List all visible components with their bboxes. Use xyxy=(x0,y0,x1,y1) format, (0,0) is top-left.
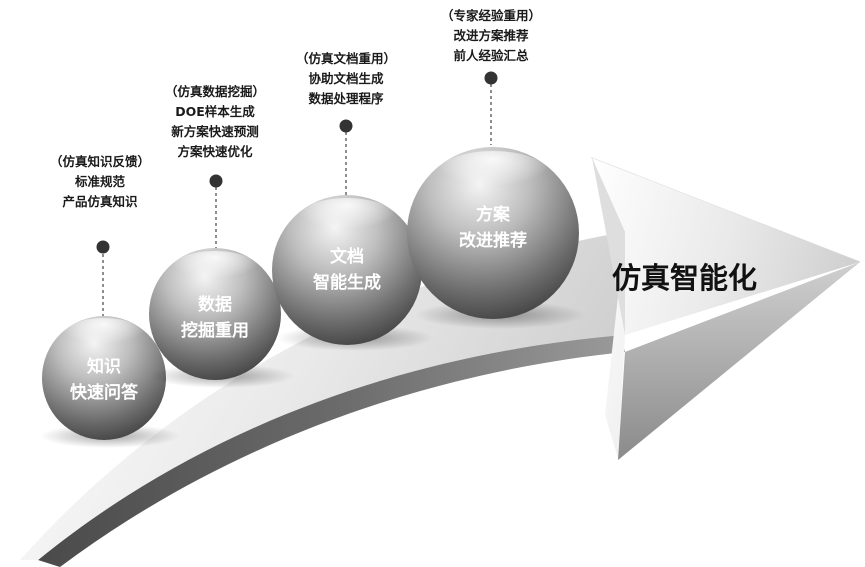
sphere-label-line-1: 数据 xyxy=(198,294,232,315)
sphere-highlight xyxy=(60,318,148,358)
sphere-label-line-2: 快速问答 xyxy=(70,382,139,403)
sphere-highlight xyxy=(433,151,553,205)
arrow-head-shade xyxy=(618,262,860,460)
annotation-line: 新方案快速预测 xyxy=(171,124,259,139)
sphere-highlight xyxy=(294,198,400,246)
sphere-stage-1: 知识 快速问答 xyxy=(40,316,180,448)
sphere-stage-2: 数据 挖掘重用 xyxy=(149,248,294,388)
sphere-label-line-2: 改进推荐 xyxy=(459,230,527,251)
sphere-label-line-1: 知识 xyxy=(86,356,121,377)
annotation-stage-1: （仿真知识反馈） 标准规范 产品仿真知识 xyxy=(50,154,150,209)
annotation-stage-2: （仿真数据挖掘） DOE样本生成 新方案快速预测 方案快速优化 xyxy=(165,84,265,159)
connector-dot-3 xyxy=(339,119,353,133)
sphere-label-line-1: 方案 xyxy=(476,204,511,225)
connector-dot-2 xyxy=(209,174,223,188)
annotation-line: 前人经验汇总 xyxy=(453,48,529,63)
annotation-line: （仿真数据挖掘） xyxy=(165,84,265,99)
connector-dot-4 xyxy=(484,71,498,85)
connector-dot-1 xyxy=(96,240,110,254)
arrow-edge xyxy=(38,335,625,567)
annotation-stage-4: （专家经验重用） 改进方案推荐 前人经验汇总 xyxy=(441,8,541,63)
arrow-head xyxy=(592,158,860,458)
annotation-line: 数据处理程序 xyxy=(307,91,384,106)
annotation-line: 标准规范 xyxy=(74,174,126,189)
arrow-head-left-facet xyxy=(592,158,625,335)
main-title: 仿真智能化 xyxy=(612,261,757,295)
annotation-stage-3: （仿真文档重用） 协助文档生成 数据处理程序 xyxy=(296,51,396,106)
sphere-highlight xyxy=(168,251,262,293)
annotation-line: 协助文档生成 xyxy=(308,71,384,86)
annotation-line: （仿真文档重用） xyxy=(296,51,396,66)
annotation-line: （仿真知识反馈） xyxy=(50,154,150,169)
sphere-stage-3: 文档 智能生成 xyxy=(272,195,433,351)
annotation-line: 改进方案推荐 xyxy=(453,28,529,43)
annotation-line: DOE样本生成 xyxy=(175,104,255,119)
annotation-line: 产品仿真知识 xyxy=(62,194,138,209)
annotation-line: （专家经验重用） xyxy=(441,8,541,23)
sphere-label-line-1: 文档 xyxy=(330,246,364,267)
sphere-label-line-2: 智能生成 xyxy=(313,272,381,293)
connectors xyxy=(96,71,498,318)
sphere-label-line-2: 挖掘重用 xyxy=(181,320,249,341)
annotation-line: 方案快速优化 xyxy=(177,144,253,159)
sphere-stage-4: 方案 改进推荐 xyxy=(407,147,585,329)
